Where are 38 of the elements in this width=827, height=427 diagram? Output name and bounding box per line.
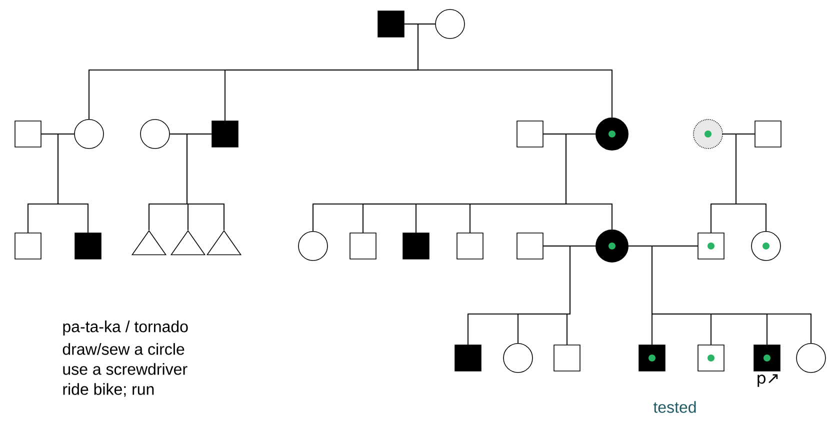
square-symbol bbox=[74, 232, 102, 260]
descent-line bbox=[186, 134, 224, 230]
circle-symbol bbox=[751, 231, 781, 261]
square-symbol bbox=[350, 232, 376, 260]
circle-symbol bbox=[596, 118, 628, 150]
descent-line bbox=[566, 134, 612, 232]
note-text: ride bike; run bbox=[63, 383, 154, 397]
square-symbol bbox=[402, 232, 430, 260]
note-text: draw/sew a circle bbox=[62, 343, 184, 355]
descent-line bbox=[736, 134, 766, 232]
circle-symbol bbox=[298, 231, 328, 261]
descent-line bbox=[566, 246, 598, 345]
square-symbol bbox=[638, 344, 666, 372]
note-text: pa-ta-ka / tornado bbox=[63, 320, 188, 336]
descent-line bbox=[58, 134, 88, 233]
square-symbol bbox=[754, 120, 782, 148]
square-symbol bbox=[456, 232, 484, 260]
square-symbol bbox=[698, 232, 724, 260]
circle-symbol bbox=[693, 119, 723, 149]
square-symbol bbox=[454, 344, 482, 372]
circle-symbol bbox=[74, 119, 104, 149]
square-symbol bbox=[14, 120, 42, 148]
proband-label: p↗ bbox=[758, 374, 778, 387]
legend-text: tested bbox=[653, 401, 696, 413]
square-symbol bbox=[554, 344, 580, 372]
square-symbol bbox=[516, 120, 544, 148]
circle-symbol bbox=[435, 9, 465, 39]
square-symbol bbox=[14, 232, 42, 260]
square-symbol bbox=[754, 344, 780, 372]
square-symbol bbox=[698, 344, 724, 372]
note-text: use a screwdriver bbox=[63, 363, 188, 375]
circle-symbol bbox=[140, 119, 170, 149]
circle-symbol bbox=[596, 230, 628, 262]
square-symbol bbox=[212, 120, 238, 148]
circle-symbol bbox=[503, 343, 533, 373]
square-symbol bbox=[378, 10, 404, 38]
square-symbol bbox=[516, 232, 544, 260]
circle-symbol bbox=[796, 343, 826, 373]
